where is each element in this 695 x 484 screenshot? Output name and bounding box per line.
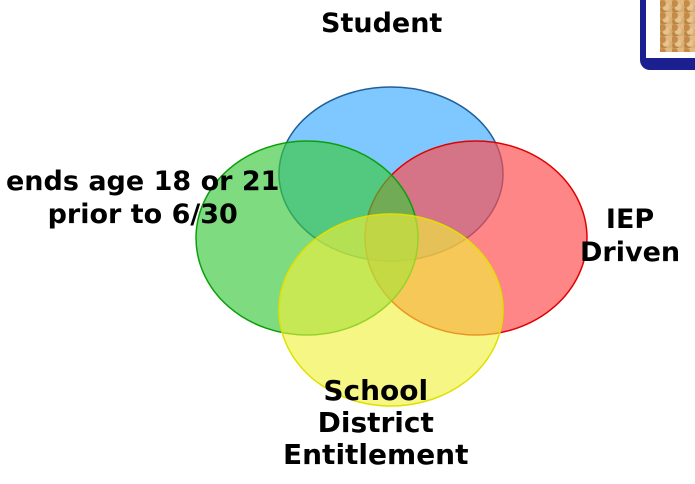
student-label: Student xyxy=(321,7,442,40)
ends-label: ends age 18 or 21 prior to 6/30 xyxy=(6,165,279,231)
ends-label-line-1: ends age 18 or 21 xyxy=(6,166,280,197)
school-label-line-2: District xyxy=(317,406,434,439)
picture-border xyxy=(646,0,695,58)
picture-frame xyxy=(640,0,695,70)
school-circle xyxy=(278,213,504,407)
school-label-line-1: School xyxy=(323,374,429,407)
school-label: School District Entitlement xyxy=(283,375,469,471)
iep-label-line-2: Driven xyxy=(580,237,681,268)
iep-label-line-1: IEP xyxy=(605,204,655,235)
student-label-text: Student xyxy=(321,8,443,39)
picture-image xyxy=(660,0,695,52)
ends-label-line-2: prior to 6/30 xyxy=(47,199,238,230)
iep-label: IEP Driven xyxy=(580,203,680,269)
school-label-line-3: Entitlement xyxy=(283,438,469,471)
